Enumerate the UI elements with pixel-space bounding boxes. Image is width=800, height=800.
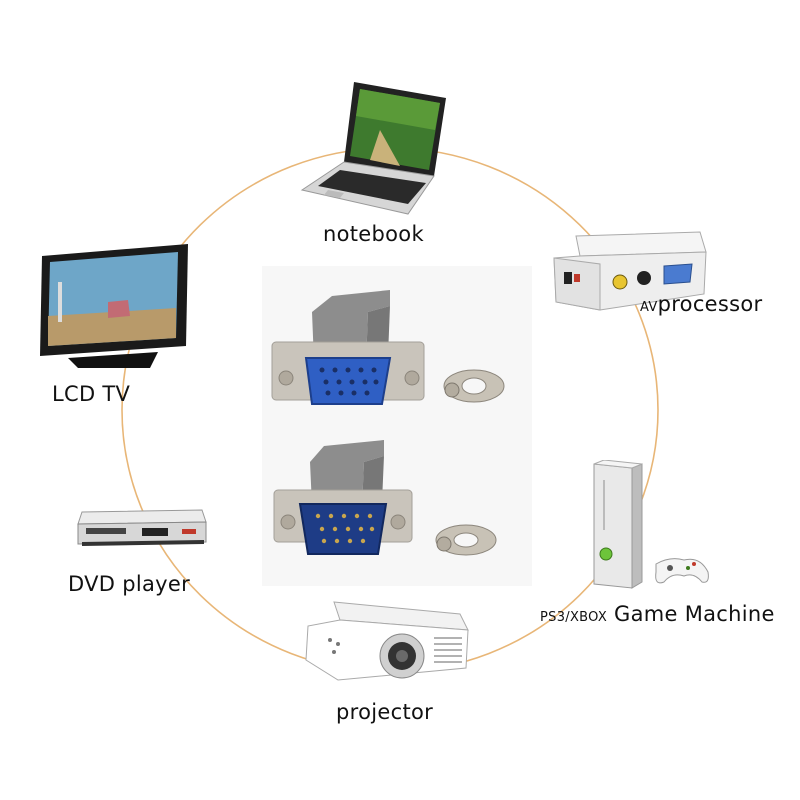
lcd-tv-icon — [40, 244, 188, 368]
av-processor-label-main: processor — [657, 292, 763, 316]
av-processor-icon — [553, 231, 707, 311]
game-machine-label-prefix: PS3/XBOX — [540, 610, 608, 625]
av-processor-label: AVprocessor — [640, 292, 762, 316]
dvd-player-label: DVD player — [68, 572, 191, 596]
game-console-icon — [593, 460, 709, 589]
female-vga-connector — [271, 290, 425, 405]
game-machine-label: PS3/XBOX Game Machine — [540, 602, 775, 626]
notebook-label: notebook — [323, 222, 424, 246]
dvd-player-icon — [77, 509, 207, 546]
game-machine-label-main: Game Machine — [614, 602, 775, 626]
male-vga-connector — [273, 440, 413, 555]
projector-icon — [305, 601, 469, 681]
cable-clamp-bottom — [435, 524, 497, 556]
cable-clamp-top — [443, 369, 505, 403]
notebook-icon — [300, 82, 446, 215]
lcd-tv-label: LCD TV — [52, 382, 131, 406]
vga-connector-photo — [262, 266, 532, 586]
av-processor-label-prefix: AV — [640, 300, 658, 315]
projector-label: projector — [336, 700, 434, 724]
